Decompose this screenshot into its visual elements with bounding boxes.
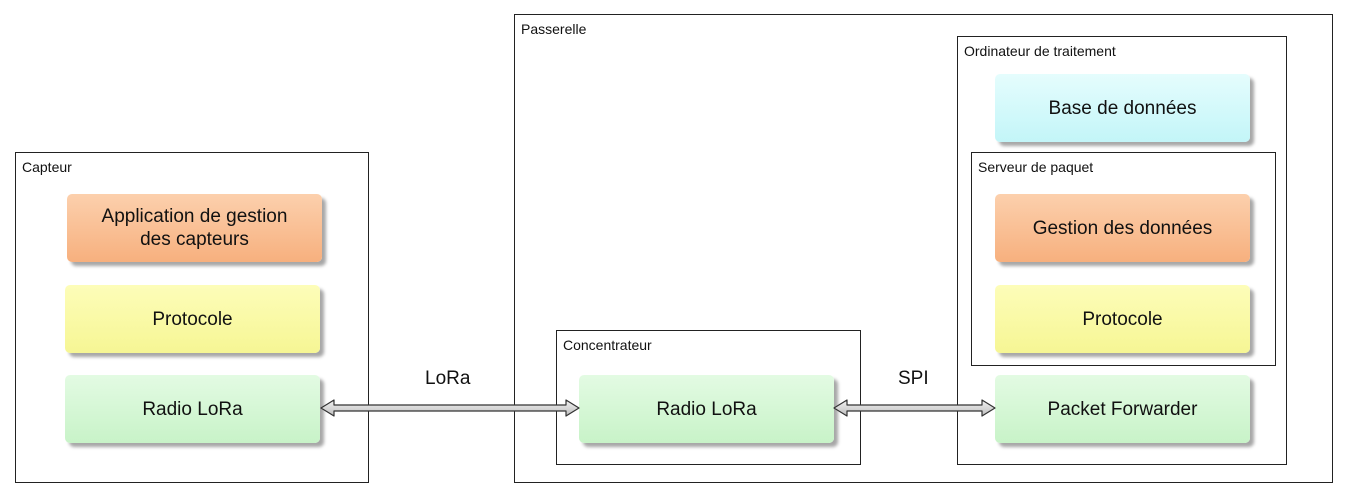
- packet-forwarder-block: Packet Forwarder: [995, 375, 1250, 443]
- radio-capteur-label: Radio LoRa: [142, 398, 243, 420]
- passerelle-frame: Passerelle: [514, 14, 1333, 483]
- base-donnees-label: Base de données: [1048, 97, 1197, 119]
- lora-arrow: [320, 399, 580, 417]
- protocole-capteur-label: Protocole: [152, 308, 233, 330]
- ordinateur-frame-label: Ordinateur de traitement: [964, 43, 1116, 59]
- ordinateur-frame: Ordinateur de traitement: [957, 36, 1287, 465]
- gestion-donnees-block: Gestion des données: [995, 194, 1250, 262]
- lora-link-label: LoRa: [425, 368, 471, 389]
- concentrateur-frame-label: Concentrateur: [563, 337, 652, 353]
- base-donnees-block: Base de données: [995, 74, 1250, 142]
- radio-capteur-block: Radio LoRa: [65, 375, 320, 443]
- application-block-line2: des capteurs: [140, 229, 249, 250]
- radio-concentrateur-label: Radio LoRa: [656, 398, 757, 420]
- radio-concentrateur-block: Radio LoRa: [579, 375, 834, 443]
- application-block-line1: Application de gestion: [101, 206, 288, 227]
- passerelle-frame-label: Passerelle: [521, 21, 587, 37]
- capteur-frame-label: Capteur: [22, 159, 72, 175]
- serveur-frame-label: Serveur de paquet: [978, 159, 1094, 175]
- protocole-serveur-block: Protocole: [995, 285, 1250, 353]
- protocole-serveur-label: Protocole: [1082, 308, 1163, 330]
- application-block: Application de gestion des capteurs: [67, 194, 322, 262]
- capteur-frame: Capteur: [15, 152, 369, 483]
- concentrateur-frame: Concentrateur: [556, 330, 861, 465]
- gestion-donnees-label: Gestion des données: [1032, 217, 1213, 239]
- spi-arrow: [833, 399, 996, 417]
- spi-link-label: SPI: [898, 368, 929, 389]
- packet-forwarder-label: Packet Forwarder: [1047, 398, 1198, 420]
- serveur-frame: Serveur de paquet: [971, 152, 1276, 366]
- protocole-capteur-block: Protocole: [65, 285, 320, 353]
